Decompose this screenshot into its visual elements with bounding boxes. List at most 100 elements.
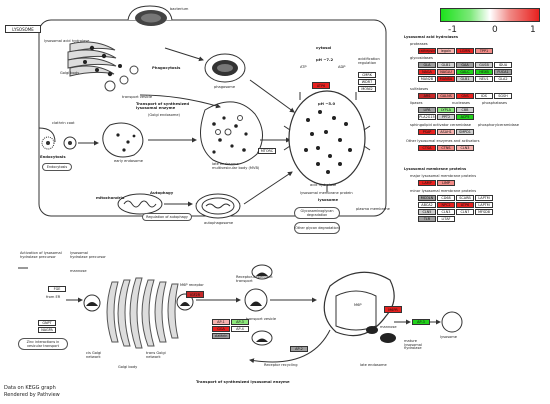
gene-mtor[interactable]: MTORC [258, 148, 276, 154]
gene-minor-0-3[interactable]: LAPTM [475, 195, 493, 201]
gene-glyco-1-4[interactable]: FUCA1 [494, 69, 512, 75]
gene-sulf-0-1[interactable]: GALNS [437, 93, 455, 99]
major-membrane-label: major lysosomal membrane proteins [410, 174, 477, 178]
gene-proteases-0-3[interactable]: TPP1 [475, 48, 493, 54]
gene-lipases-1-0[interactable]: PLA2G15 [418, 114, 436, 120]
late-endosome-label: late endosome multivesicular body (MVB) [212, 162, 260, 170]
bacterium-label: bacterium [170, 7, 189, 11]
gene-glyco-2-1[interactable]: MANBA [437, 76, 455, 82]
gene-m6pr[interactable]: M6PR [384, 306, 402, 313]
glyco-degradation-box[interactable]: Glycosaminoglycan degradation [294, 207, 340, 219]
gene-clathrin[interactable]: clathrin [212, 333, 230, 339]
gene-sulf-0-4[interactable]: SGSH [494, 93, 512, 99]
gene-glyco-0-4[interactable]: IDUA [494, 62, 512, 68]
gene-glyco-0-3[interactable]: GUSB [475, 62, 493, 68]
gene-glyco-2-4[interactable]: GLA2 [494, 76, 512, 82]
gene-minor-3-1[interactable]: LITAF [437, 216, 455, 222]
minor-membrane-label: minor lysosomal membrane proteins [410, 189, 477, 193]
gene-glyco-0-2[interactable]: GAA [456, 62, 474, 68]
gene-ap3[interactable]: AP-3 [231, 319, 249, 325]
gene-minor-3-0[interactable]: TLR [418, 216, 436, 222]
gene-glyco-2-3[interactable]: NEU1 [475, 76, 493, 82]
transport-vesicle-label: transport vesicle [122, 95, 153, 99]
gene-nagpa[interactable]: NAGPA [38, 327, 56, 333]
gene-ap1[interactable]: AP-1 [212, 319, 230, 325]
gene-ap3-sort[interactable]: AP-3 [412, 319, 430, 325]
gene-other-0-2[interactable]: CLN3 [456, 145, 474, 151]
late-endosome-bottom [323, 271, 395, 337]
gene-sphingo-0-0[interactable]: PSAP [418, 129, 436, 135]
mannose2-label: mannose [380, 325, 397, 329]
gene-igf2r[interactable]: IGF2R [186, 291, 204, 298]
gene-glyco-2-2[interactable]: GLB1 [456, 76, 474, 82]
gene-lipases-0-1[interactable]: LYPLA [437, 107, 455, 113]
gene-major-0-0[interactable]: LAMP [418, 180, 436, 186]
gene-lipases-1-2[interactable]: ACP5 [456, 114, 474, 120]
legend-max: 1 [530, 25, 536, 35]
zinc-interaction-box[interactable]: Zinc interactions in vesicular transport [18, 338, 68, 350]
gene-fge[interactable]: FGE [48, 286, 66, 292]
adp-label: ADP [338, 65, 346, 69]
gene-sphingo-0-1[interactable]: ASAH1 [437, 129, 455, 135]
gene-proteases-0-2[interactable]: LGMN [456, 48, 474, 54]
gene-minor-1-2[interactable]: ATP6 [456, 202, 474, 208]
from-er-label: from ER [46, 295, 61, 299]
cytosol-label: cytosol [316, 45, 332, 50]
gene-other-0-1[interactable]: CTNS [437, 145, 455, 151]
gene-ap4[interactable]: AP-4 [231, 326, 249, 332]
lysosome2-label: lysosome [440, 335, 457, 339]
lysosome-bottom [441, 311, 463, 333]
gene-minor-2-2[interactable]: CLN7 [456, 209, 474, 215]
gene-glyco-2-0[interactable]: MAN2B [418, 76, 436, 82]
gene-acid-reg-3[interactable]: MONI2 [358, 86, 376, 92]
pathway-title: LYSOSOME [5, 25, 41, 33]
gene-lipases-0-0[interactable]: LIPA [418, 107, 436, 113]
gene-lipases-0-2[interactable]: CBB [456, 107, 474, 113]
gene-proteases-0-0[interactable]: cathepsin [418, 48, 436, 54]
gene-glyco-0-0[interactable]: GLA [418, 62, 436, 68]
gene-lipases-1-1[interactable]: PPT2 [437, 114, 455, 120]
receptor-dependent-label: Receptor-dependent transport [236, 275, 273, 283]
gene-gnpt[interactable]: GNPT [38, 320, 56, 326]
gene-sphingo-0-2[interactable]: SMPD1 [456, 129, 474, 135]
gene-sulf-0-0[interactable]: ARS [418, 93, 436, 99]
transport-bottom-label: Transport of synthesized lysosomal enzym… [196, 379, 290, 384]
gene-minor-1-1[interactable]: NPC2 [437, 202, 455, 208]
gene-major-0-1[interactable]: LIMP [437, 180, 455, 186]
gene-other-0-0[interactable]: CTSA [418, 145, 436, 151]
gene-glyco-1-2[interactable]: GALC [456, 69, 474, 75]
gene-glyco-0-1[interactable]: GLB1 [437, 62, 455, 68]
gene-proteases-0-1[interactable]: legain [437, 48, 455, 54]
late-endosome-shape [200, 101, 263, 166]
transport-synth-label: Transport of synthesized lysosomal enzym… [136, 101, 190, 110]
gene-minor-0-0[interactable]: MCOLN [418, 195, 436, 201]
membrane-proteins-title: Lysosomal membrane proteins [404, 167, 467, 171]
gene-acid-reg-2[interactable]: WDR7 [358, 79, 376, 85]
gene-minor-2-3[interactable]: MFSD8 [475, 209, 493, 215]
cis-golgi-label: cis Golgi network [86, 351, 102, 359]
trans-golgi-label: trans Golgi network [146, 351, 166, 359]
regulation-autophagy-box[interactable]: Regulation of autophagy [142, 213, 192, 221]
gene-acid-reg-1[interactable]: CMRK [358, 72, 376, 78]
lysosomal-membrane-label: lysosomal membrane protein [300, 191, 353, 195]
gene-minor-1-3[interactable]: LAPTM [475, 202, 493, 208]
gene-ap2[interactable]: AP-2 [290, 346, 308, 352]
acid-hydrolases-title: Lysosomal acid hydrolases [404, 35, 458, 39]
gene-minor-2-1[interactable]: CLN3 [437, 209, 455, 215]
mannose-label: mannose [70, 269, 87, 273]
gene-glyco-1-1[interactable]: NAGLU [437, 69, 455, 75]
gene-glyco-1-0[interactable]: NAGA [418, 69, 436, 75]
sphingo-label: sphingolipid activator [410, 123, 449, 127]
m6p-label: M6P [354, 303, 362, 307]
other-glycan-box[interactable]: Other glycan degradation [294, 222, 340, 234]
endocytosis-box[interactable]: Endocytosis [42, 163, 72, 171]
gene-glyco-1-3[interactable]: HEXB [475, 69, 493, 75]
gene-atp6-cytosol[interactable]: ATP6 [312, 82, 330, 89]
gene-minor-0-2[interactable]: SCARB [456, 195, 474, 201]
gene-minor-2-0[interactable]: CLN5 [418, 209, 436, 215]
gene-minor-1-0[interactable]: ABCA2 [418, 202, 436, 208]
gene-gga[interactable]: GGA [212, 326, 230, 332]
gene-sulf-0-2[interactable]: GNS [456, 93, 474, 99]
gene-sulf-0-3[interactable]: IDS [475, 93, 493, 99]
gene-minor-0-1[interactable]: CD68 [437, 195, 455, 201]
